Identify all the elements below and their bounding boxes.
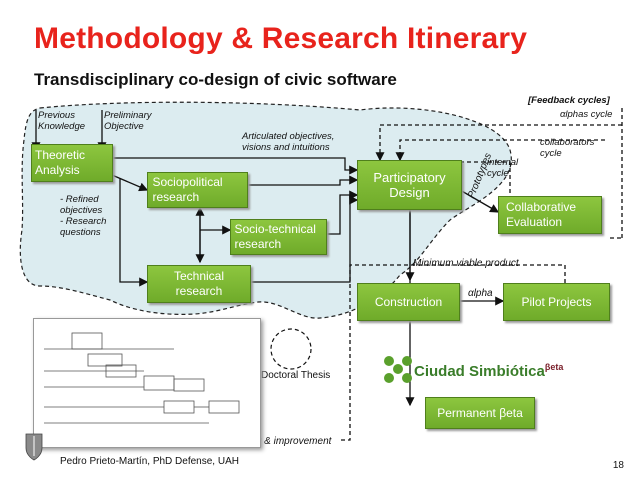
alpha-label: αlpha: [468, 288, 493, 299]
university-crest-icon: [25, 433, 43, 461]
collaborators-cycle-label: collaborators cycle: [540, 137, 595, 159]
sociopolitical-research-box: Sociopolitical research: [147, 172, 248, 208]
articulated-objectives-label: Articulated objectives, visions and intu…: [242, 131, 335, 153]
previous-knowledge-label: Previous Knowledge: [38, 110, 86, 132]
doctoral-thesis-label: Doctoral Thesis: [261, 370, 331, 381]
theoretic-analysis-box: Theoretic Analysis: [31, 144, 113, 182]
construction-box: Construction: [357, 283, 460, 321]
technical-research-box: Technical research: [147, 265, 251, 303]
alphas-cycle-label: αlphas cycle: [560, 109, 613, 120]
ciudad-simbiotica-logo: Ciudad Simbióticaβeta: [414, 362, 564, 380]
mvp-label: Minimum viable product: [413, 258, 519, 269]
process-thumbnail: [33, 318, 261, 448]
collaborative-evaluation-box: Collaborative Evaluation: [498, 196, 602, 234]
refined-objectives-label: - Refined objectives - Research question…: [60, 194, 107, 238]
sociotechnical-research-box: Socio-technical research: [230, 219, 327, 255]
preliminary-objective-label: Preliminary Objective: [104, 110, 152, 132]
ciudad-simbiotica-logo-icon: [384, 356, 412, 383]
permanent-beta-box: Permanent βeta: [425, 397, 535, 429]
footer-author: Pedro Prieto-Martín, PhD Defense, UAH: [60, 456, 239, 467]
research-cloud: [19, 101, 512, 319]
feedback-cycles-label: [Feedback cycles]: [528, 95, 610, 106]
slide-subtitle: Transdisciplinary co-design of civic sof…: [34, 70, 397, 89]
pilot-projects-box: Pilot Projects: [503, 283, 610, 321]
internal-cycle-label: internal cycle: [487, 157, 519, 179]
slide-title: Methodology & Research Itinerary: [34, 22, 528, 55]
page-number: 18: [612, 460, 624, 471]
participatory-design-box: Participatory Design: [357, 160, 462, 210]
thesis-circle: [270, 328, 312, 370]
